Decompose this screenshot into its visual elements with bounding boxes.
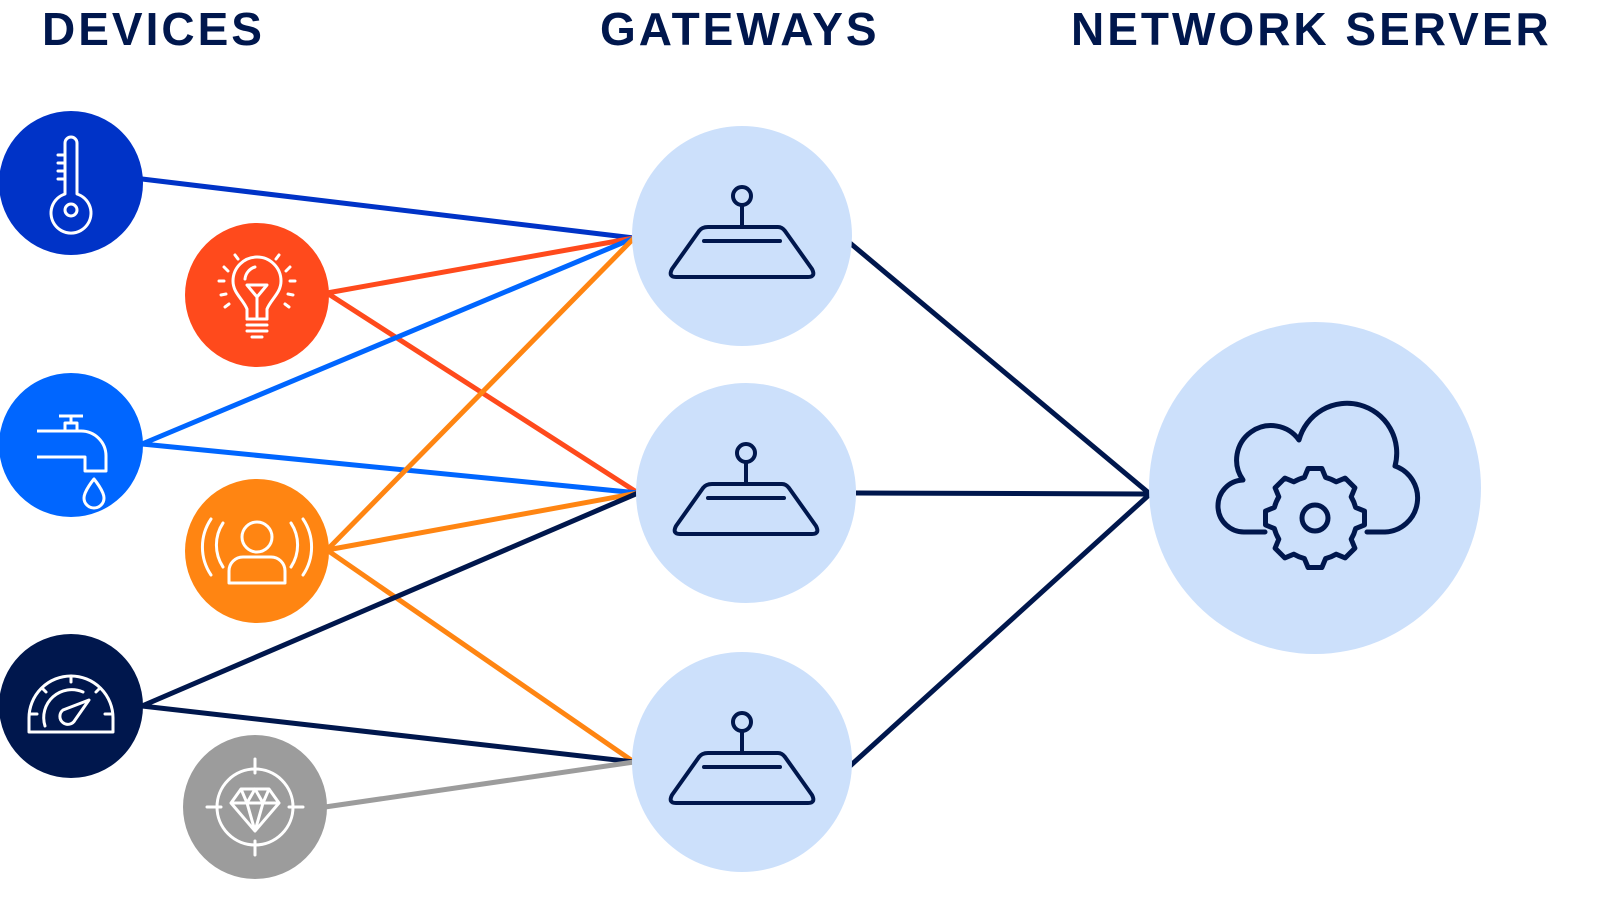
device-thermometer[interactable] [0,111,143,255]
link-gateway-3-to-network-server [848,492,1152,768]
gateway-1[interactable] [632,126,852,346]
gateway-antenna-icon [672,442,820,536]
link-gateway-2-to-network-server [855,490,1151,497]
diamond-target-icon [205,757,305,857]
gateway-antenna-icon [668,711,816,805]
link-speedometer-to-gateway-2 [141,490,639,709]
cloud-gear-icon [1215,400,1421,570]
server-circle [1149,322,1481,654]
device-speedometer[interactable] [0,634,143,778]
link-water-tap-to-gateway-1 [141,235,635,447]
gateways-heading: GATEWAYS [600,3,880,55]
water-tap-icon [37,414,108,510]
links-layer [141,176,1152,810]
gateway-antenna-icon [668,185,816,279]
device-circle [183,735,327,879]
link-speedometer-to-gateway-3 [141,703,635,765]
devices-heading: DEVICES [42,3,265,55]
gateway-circle [636,383,856,603]
link-person-signal-to-gateway-2 [326,490,639,553]
gateway-2[interactable] [636,383,856,603]
link-lightbulb-to-gateway-1 [326,235,635,296]
link-thermometer-to-gateway-1 [141,176,635,241]
device-circle [0,111,143,255]
device-person-signal[interactable] [185,479,329,623]
link-gateway-1-to-network-server [848,241,1152,496]
gateway-circle [632,652,852,872]
speedometer-icon [27,674,115,734]
device-circle [0,373,143,517]
gateway-3[interactable] [632,652,852,872]
device-water-tap[interactable] [0,373,143,517]
nodes-layer [0,111,1481,879]
lightbulb-icon [217,253,297,339]
thermometer-icon [49,135,93,235]
network-server-heading: NETWORK SERVER [1071,3,1552,55]
link-water-tap-to-gateway-2 [141,441,639,496]
gateway-circle [632,126,852,346]
link-person-signal-to-gateway-1 [325,236,636,552]
device-diamond-target[interactable] [183,735,327,879]
link-person-signal-to-gateway-3 [325,547,636,765]
link-diamond-target-to-gateway-3 [324,759,635,810]
device-lightbulb[interactable] [185,223,329,367]
network-server[interactable] [1149,322,1481,654]
